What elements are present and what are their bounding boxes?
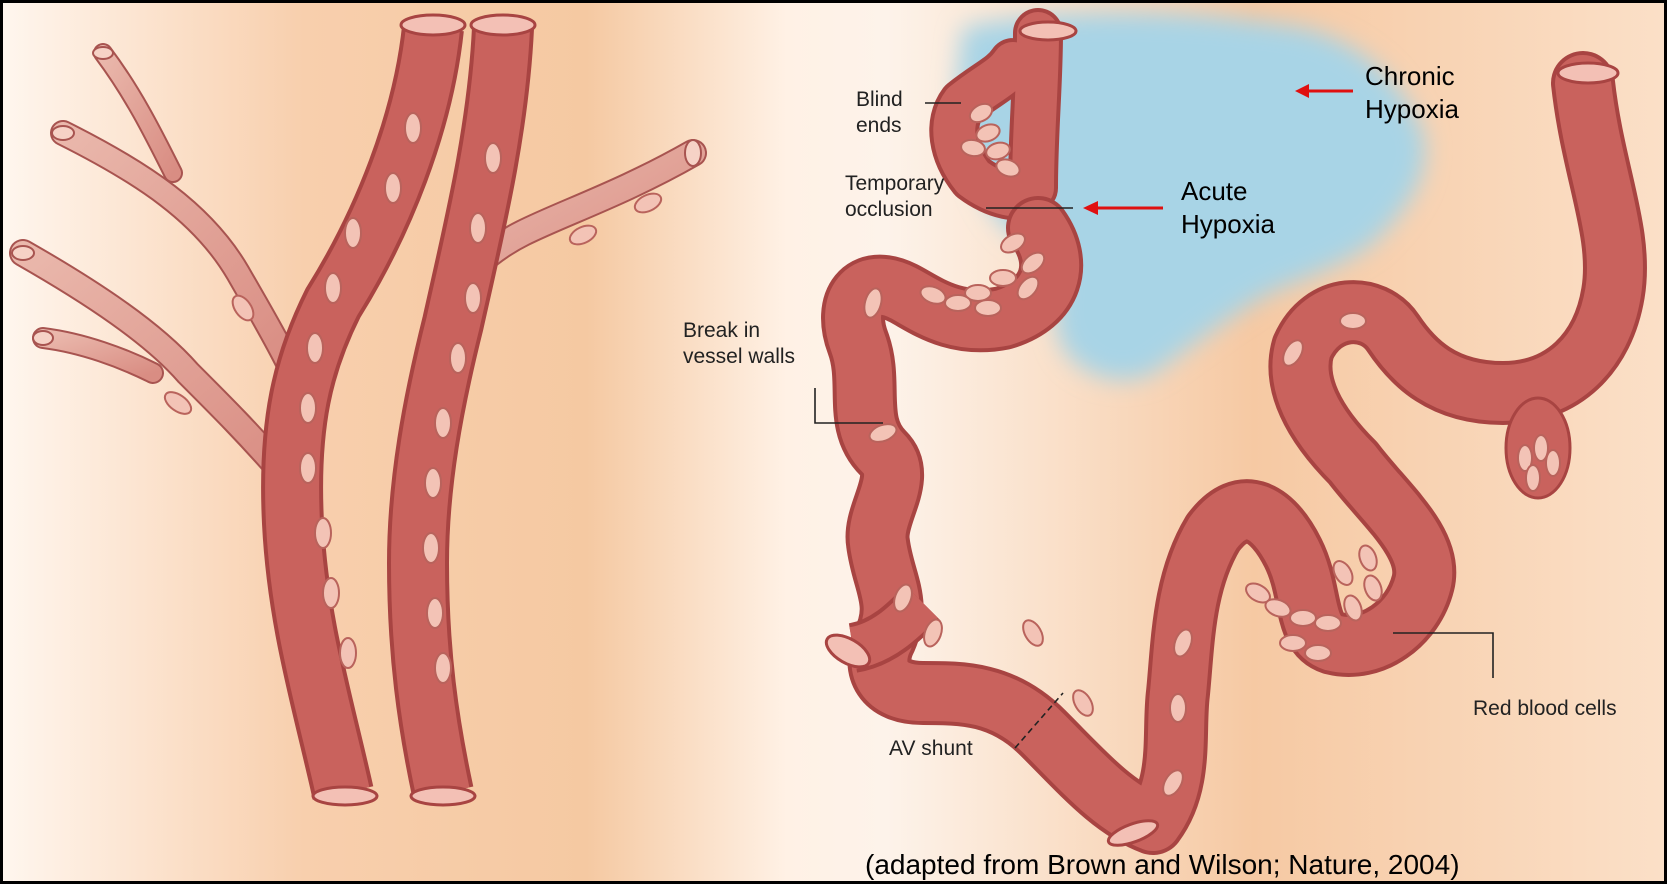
vessel-opening — [401, 15, 465, 35]
vasculature-illustration — [3, 3, 1667, 884]
vessel-opening — [1558, 63, 1618, 83]
red-blood-cell — [1290, 610, 1316, 626]
red-blood-cell — [435, 408, 451, 438]
vessel-opening — [471, 15, 535, 35]
red-blood-cell — [990, 270, 1016, 286]
vessel-opening — [52, 126, 74, 140]
vessel-opening — [1020, 22, 1076, 40]
red-blood-cell — [435, 653, 451, 683]
red-blood-cell — [945, 295, 971, 311]
vessel-opening — [685, 140, 701, 166]
temporary-occlusion-label: Temporary occlusion — [845, 171, 944, 223]
red-blood-cell — [340, 638, 356, 668]
red-blood-cell — [975, 300, 1001, 316]
acute-hypoxia-label: Acute Hypoxia — [1181, 175, 1275, 241]
red-blood-cells-label: Red blood cells — [1473, 696, 1617, 722]
red-blood-cell — [307, 333, 323, 363]
red-blood-cell — [1305, 645, 1331, 661]
red-blood-cell — [1315, 615, 1341, 631]
red-blood-cell — [1526, 465, 1540, 491]
red-blood-cell — [470, 213, 486, 243]
red-blood-cell — [325, 273, 341, 303]
red-blood-cell — [300, 393, 316, 423]
source-credit: (adapted from Brown and Wilson; Nature, … — [865, 849, 1460, 881]
vessel-opening — [33, 331, 53, 345]
red-blood-cell — [345, 218, 361, 248]
red-blood-cell — [450, 343, 466, 373]
red-blood-cell — [315, 518, 331, 548]
red-blood-cell — [323, 578, 339, 608]
av-shunt-label: AV shunt — [889, 736, 973, 762]
red-blood-cell — [425, 468, 441, 498]
vessel-opening — [411, 787, 475, 805]
red-blood-cell — [1546, 450, 1560, 476]
red-blood-cell — [405, 113, 421, 143]
red-blood-cell — [423, 533, 439, 563]
red-blood-cell — [1340, 313, 1366, 329]
vessel-opening — [313, 787, 377, 805]
red-blood-cell — [1170, 694, 1186, 722]
blind-ends-label: Blind ends — [856, 87, 903, 139]
red-blood-cell — [485, 143, 501, 173]
vessel-opening — [93, 47, 113, 59]
chronic-hypoxia-label: Chronic Hypoxia — [1365, 60, 1459, 126]
break-in-vessel-walls-label: Break in vessel walls — [683, 318, 795, 370]
red-blood-cell — [1280, 635, 1306, 651]
red-blood-cell — [427, 598, 443, 628]
red-blood-cell — [465, 283, 481, 313]
vessel-opening — [12, 246, 34, 260]
red-blood-cell — [300, 453, 316, 483]
red-blood-cell — [385, 173, 401, 203]
